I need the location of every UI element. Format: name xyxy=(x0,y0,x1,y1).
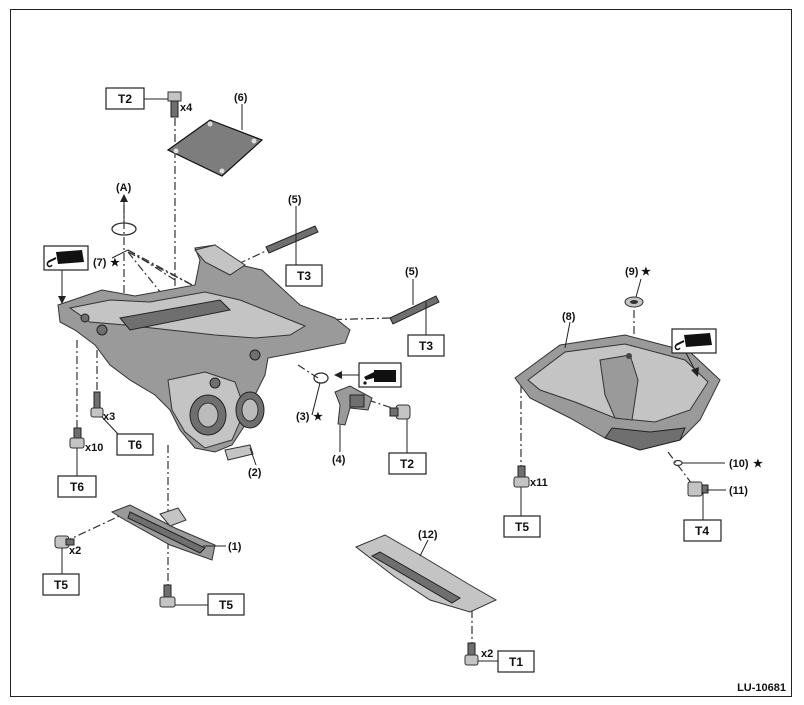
qty-x4: x4 xyxy=(180,102,193,114)
label-part-10: (10) xyxy=(729,458,749,470)
bolt-x2-left-icon xyxy=(54,535,75,549)
label-part-6: (6) xyxy=(234,92,248,104)
svg-text:T3: T3 xyxy=(297,269,311,283)
svg-text:T2: T2 xyxy=(118,92,132,106)
part-3-oring xyxy=(313,372,329,384)
label-part-8: (8) xyxy=(562,311,576,323)
torque-box-t5-bottom: T5 xyxy=(207,593,245,616)
label-part-5-upper: (5) xyxy=(288,194,302,206)
part-1-bracket xyxy=(110,504,216,561)
part-8-oil-pan xyxy=(514,334,721,451)
bolt-t2-right-icon xyxy=(389,404,411,420)
part-12-cover xyxy=(355,534,498,613)
figure-id: LU-10681 xyxy=(737,682,786,694)
qty-x2-left: x2 xyxy=(69,545,81,557)
torque-box-t5-left: T5 xyxy=(42,573,80,596)
svg-text:T1: T1 xyxy=(509,655,523,669)
label-part-3: (3) xyxy=(296,411,310,423)
label-part-4: (4) xyxy=(332,454,346,466)
sealant-tube-icon xyxy=(43,245,89,271)
bolt-x10-icon xyxy=(69,427,85,449)
label-part-9: (9) xyxy=(625,266,639,278)
torque-box-t1: T1 xyxy=(497,650,535,673)
replace-star-3: ★ xyxy=(313,411,323,423)
torque-box-t2-top: T2 xyxy=(105,87,145,110)
torque-box-t4: T4 xyxy=(683,519,722,542)
svg-text:T5: T5 xyxy=(219,598,233,612)
label-part-12: (12) xyxy=(418,529,438,541)
sealant-tube-icon xyxy=(671,328,717,354)
qty-x3: x3 xyxy=(103,411,115,423)
svg-text:T6: T6 xyxy=(70,480,84,494)
part-11-drain-plug xyxy=(687,481,709,497)
bolt-top-icon xyxy=(167,91,182,118)
label-part-7: (7) xyxy=(93,257,107,269)
torque-box-t3-upper: T3 xyxy=(285,264,323,287)
qty-x11: x11 xyxy=(530,477,548,489)
part-5-pin-upper xyxy=(265,225,319,254)
label-part-1: (1) xyxy=(228,541,242,553)
torque-box-t5-right: T5 xyxy=(503,515,541,538)
part-7-oring xyxy=(111,222,137,236)
qty-x10: x10 xyxy=(85,442,103,454)
replace-star-10: ★ xyxy=(753,458,763,470)
diagram-frame xyxy=(10,9,792,697)
svg-text:T6: T6 xyxy=(128,438,142,452)
label-part-5-right: (5) xyxy=(405,266,419,278)
part-6-plate xyxy=(166,119,264,177)
part-2-crossmember xyxy=(57,244,351,461)
torque-box-t2-right: T2 xyxy=(388,452,427,475)
part-4-pipe xyxy=(334,385,373,426)
qty-x2-bottom: x2 xyxy=(481,648,493,660)
torque-box-t3-right: T3 xyxy=(407,334,445,357)
svg-text:T2: T2 xyxy=(400,457,414,471)
bolt-t1-icon xyxy=(464,642,479,666)
replace-star-7: ★ xyxy=(110,257,120,269)
svg-text:T3: T3 xyxy=(419,339,433,353)
bolt-x3-icon xyxy=(90,391,104,418)
bolt-bottom-t5-icon xyxy=(159,584,176,608)
svg-text:T4: T4 xyxy=(695,524,709,538)
label-part-2: (2) xyxy=(248,467,262,479)
svg-text:T5: T5 xyxy=(54,578,68,592)
leader-lines xyxy=(61,98,726,662)
replace-star-9: ★ xyxy=(641,266,651,278)
part-5-pin-right xyxy=(389,295,440,325)
torque-box-t6-right: T6 xyxy=(116,433,154,456)
oil-can-icon xyxy=(358,362,402,388)
label-part-11: (11) xyxy=(729,485,748,497)
torque-box-t6-left: T6 xyxy=(57,475,97,498)
bolt-x11-icon xyxy=(513,465,530,488)
label-a: (A) xyxy=(116,182,132,194)
svg-text:T5: T5 xyxy=(515,520,529,534)
